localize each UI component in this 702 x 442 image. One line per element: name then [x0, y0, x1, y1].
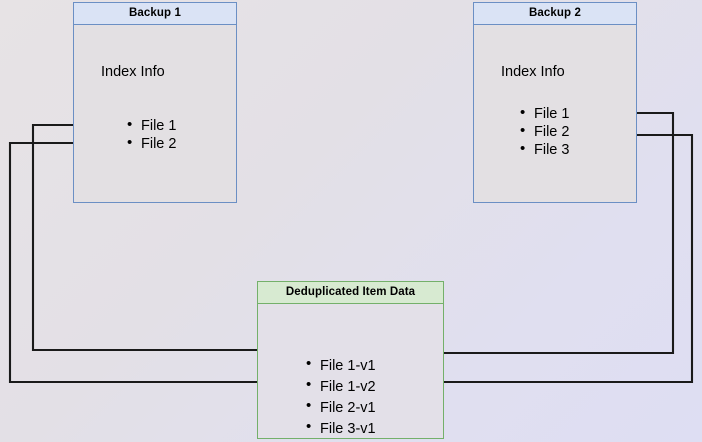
node-backup-2-header: Backup 2	[474, 3, 636, 25]
backup-1-file-list: File 1 File 2	[125, 116, 176, 153]
list-item[interactable]: File 3	[518, 140, 569, 159]
list-item[interactable]: File 3-v1	[304, 418, 376, 440]
connector-b1-file2-to-file2v1	[8, 141, 304, 389]
list-item[interactable]: File 2	[518, 122, 569, 141]
node-backup-1-header: Backup 1	[74, 3, 236, 25]
list-item[interactable]: File 1	[125, 116, 176, 135]
node-deduplicated-item-data-header: Deduplicated Item Data	[258, 282, 443, 304]
list-item[interactable]: File 1-v2	[304, 376, 376, 398]
node-backup-1[interactable]: Backup 1 Index Info File 1 File 2	[73, 2, 237, 203]
node-backup-2[interactable]: Backup 2 Index Info File 1 File 2 File 3	[473, 2, 637, 203]
backup-2-file-list: File 1 File 2 File 3	[518, 104, 569, 159]
connector-b2-file2-to-file2v1	[390, 133, 694, 389]
node-backup-1-body: Index Info File 1 File 2	[74, 25, 236, 202]
node-backup-2-body: Index Info File 1 File 2 File 3	[474, 25, 636, 202]
backup-2-index-info-label: Index Info	[501, 64, 565, 80]
backup-1-index-info-label: Index Info	[101, 64, 165, 80]
node-deduplicated-item-data-body: File 1-v1 File 1-v2 File 2-v1 File 3-v1	[258, 304, 443, 438]
list-item[interactable]: File 1	[518, 104, 569, 123]
list-item[interactable]: File 1-v1	[304, 355, 376, 377]
node-deduplicated-item-data[interactable]: Deduplicated Item Data File 1-v1 File 1-…	[257, 281, 444, 439]
list-item[interactable]: File 2	[125, 134, 176, 153]
list-item[interactable]: File 2-v1	[304, 397, 376, 419]
dedup-file-list: File 1-v1 File 1-v2 File 2-v1 File 3-v1	[304, 355, 376, 440]
